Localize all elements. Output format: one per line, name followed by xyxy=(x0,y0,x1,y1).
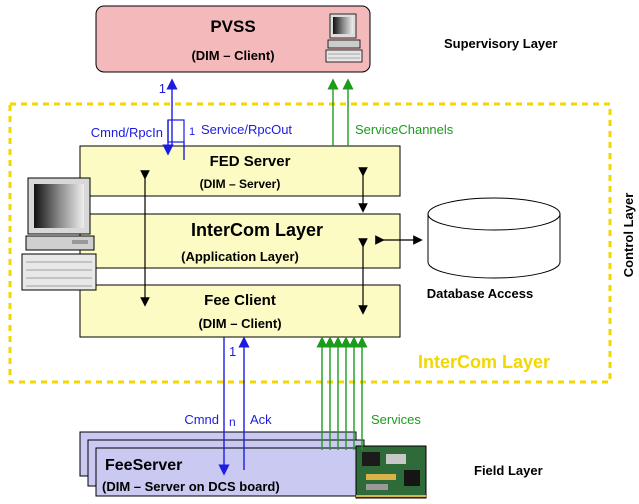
pvss-subtitle: (DIM – Client) xyxy=(191,48,274,63)
intercom-box xyxy=(79,213,401,269)
label-ack: Ack xyxy=(250,412,272,427)
fee-client-title: Fee Client xyxy=(204,292,276,309)
workstation-icon xyxy=(21,177,97,291)
fee-client-box xyxy=(79,284,401,338)
field-layer-label: Field Layer xyxy=(474,463,543,478)
label-service-rpcout: Service/RpcOut xyxy=(201,122,292,137)
field-boards xyxy=(79,431,373,497)
database-label: Database Access xyxy=(427,286,533,301)
fed-server-box xyxy=(79,145,401,197)
pvss-title: PVSS xyxy=(210,17,255,36)
fee-client-subtitle: (DIM – Client) xyxy=(198,316,281,331)
intercom-region xyxy=(8,102,612,384)
label-one-mid: 1 xyxy=(189,126,195,138)
label-services: Services xyxy=(371,412,421,427)
database-cylinder-icon xyxy=(427,197,561,279)
supervisory-layer-label: Supervisory Layer xyxy=(444,36,557,51)
fee-server-subtitle: (DIM – Server on DCS board) xyxy=(102,479,280,494)
fee-server-title: FeeServer xyxy=(105,457,182,474)
intercom-subtitle: (Application Layer) xyxy=(181,249,299,264)
label-one-top: 1 xyxy=(159,81,166,96)
dcs-board-icon xyxy=(355,445,427,499)
label-cmnd-rpcin: Cmnd/RpcIn xyxy=(91,125,163,140)
label-one-low: 1 xyxy=(229,344,236,359)
label-n-low: n xyxy=(229,415,236,429)
label-cmnd: Cmnd xyxy=(184,412,219,427)
computer-icon xyxy=(325,13,363,63)
fed-server-subtitle: (DIM – Server) xyxy=(200,177,281,191)
intercom-title: InterCom Layer xyxy=(191,220,323,240)
control-layer-label: Control Layer xyxy=(621,193,636,278)
fed-server-title: FED Server xyxy=(210,153,291,170)
intercom-region-label: InterCom Layer xyxy=(418,352,550,372)
label-service-channels: ServiceChannels xyxy=(355,122,454,137)
pvss-box: PVSS (DIM – Client) xyxy=(95,5,371,73)
